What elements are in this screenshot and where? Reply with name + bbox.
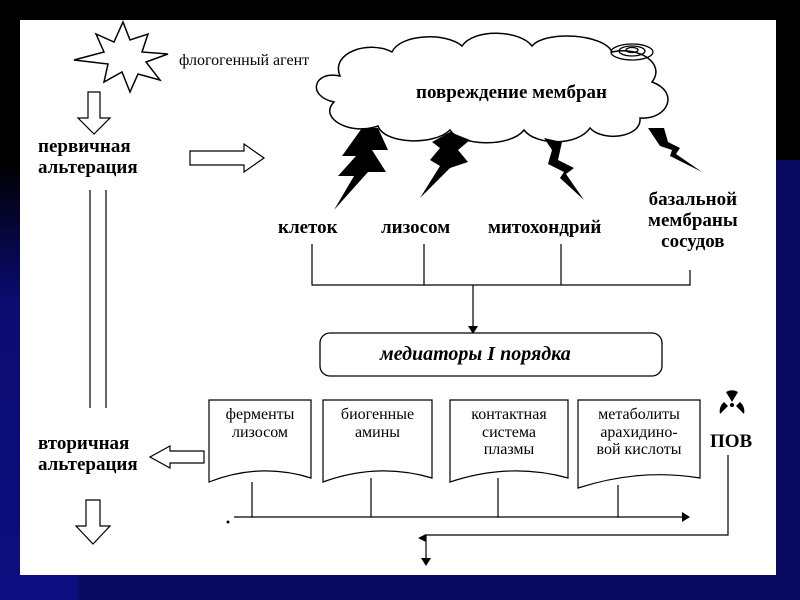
doc-shape bbox=[322, 399, 433, 483]
mediators-title: медиаторы I порядка bbox=[380, 343, 571, 365]
starburst-icon bbox=[73, 20, 169, 94]
doc-shape bbox=[577, 399, 701, 489]
membrane-mitochondria-label: митохондрий bbox=[488, 217, 602, 238]
cloud-label: повреждение мембран bbox=[416, 82, 607, 103]
right-arrow bbox=[189, 142, 266, 174]
spiral-icon bbox=[610, 43, 654, 61]
down-arrow-bottom bbox=[74, 499, 112, 545]
radiation-icon bbox=[719, 390, 745, 414]
cloud-shape bbox=[315, 32, 669, 144]
lightning-bolt-icon bbox=[648, 128, 702, 172]
lightning-bolt-icon bbox=[334, 128, 388, 210]
secondary-alteration-label: вторичная альтерация bbox=[38, 433, 138, 475]
lightning-bolt-icon bbox=[420, 132, 470, 198]
membrane-lysosomes-label: лизосом bbox=[381, 217, 451, 238]
doc-shape bbox=[208, 399, 312, 483]
agent-label: флогогенный агент bbox=[179, 52, 310, 69]
left-arrow bbox=[148, 444, 205, 470]
pov-label: ПОВ bbox=[710, 431, 753, 452]
membrane-bracket bbox=[311, 244, 691, 330]
mediators-box bbox=[319, 332, 663, 377]
mediator-doc-enzymes: ферменты лизосом bbox=[225, 406, 295, 441]
mediator-doc-contact-system: контактная система плазмы bbox=[471, 406, 547, 459]
down-arrow-top bbox=[76, 91, 112, 135]
doc-shape bbox=[449, 399, 569, 483]
bottom-connectors bbox=[234, 455, 729, 562]
primary-alteration-label: первичная альтерация bbox=[38, 136, 138, 178]
lightning-bolt-icon bbox=[544, 138, 584, 200]
mediator-doc-arachidonic: метаболиты арахидино- вой кислоты bbox=[596, 406, 682, 459]
membrane-cells-label: клеток bbox=[278, 217, 338, 238]
membrane-basement-label: базальной мембраны сосудов bbox=[648, 189, 738, 252]
mediator-doc-amines: биогенные амины bbox=[340, 406, 415, 441]
